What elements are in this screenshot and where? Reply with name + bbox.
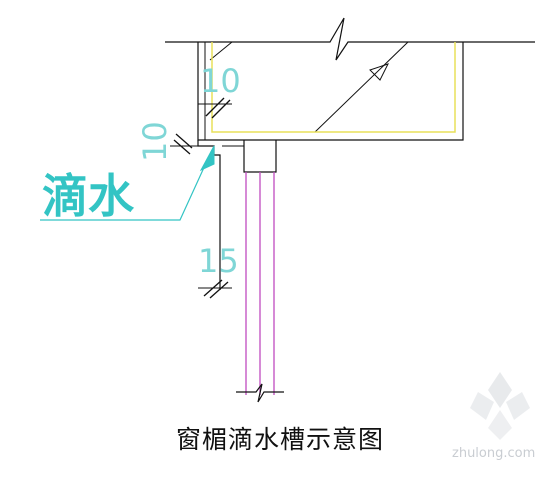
hatch-line-1 — [209, 41, 233, 61]
section-triangle-icon — [369, 63, 389, 81]
dim-value-top: 10 — [200, 62, 241, 100]
leader-line — [40, 149, 213, 221]
hatch-line-2 — [314, 41, 409, 133]
watermark-logo-icon — [470, 372, 530, 440]
frame-break-line — [236, 383, 284, 403]
dim-tick-top — [205, 97, 231, 119]
window-frame-box — [243, 140, 277, 173]
dim-value-side: 10 — [136, 121, 174, 162]
dim-tick-side — [173, 133, 193, 155]
finish-layer-yellow — [211, 42, 456, 133]
lintel-outline — [197, 42, 464, 141]
leader-arrowhead — [199, 145, 215, 172]
drip-label: 滴水 — [42, 169, 135, 223]
slab-top-line — [165, 17, 535, 61]
watermark-text: zhulong.com — [452, 446, 536, 461]
diagram-caption: 窗楣滴水槽示意图 — [175, 425, 384, 454]
dim-value-bottom: 15 — [198, 242, 239, 280]
dim-tick-bottom — [203, 279, 229, 299]
